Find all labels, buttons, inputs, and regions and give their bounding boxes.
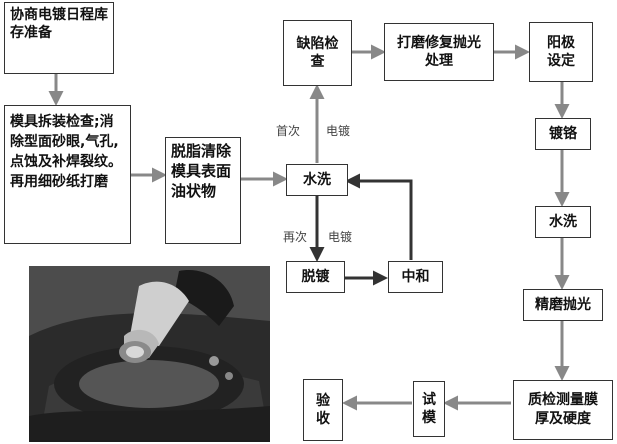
schedule-box: 协商电镀日程库存准备 bbox=[4, 2, 114, 74]
photo-illustration bbox=[29, 266, 270, 442]
wash2-text: 水洗 bbox=[549, 214, 577, 230]
anode-box: 阳极设定 bbox=[529, 22, 593, 82]
anode-text: 阳极设定 bbox=[547, 35, 575, 69]
qc-text: 质检测量膜厚及硬度 bbox=[528, 392, 598, 427]
fine-polish-box: 精磨抛光 bbox=[523, 289, 603, 321]
trial-text: 试模 bbox=[422, 392, 436, 426]
schedule-text: 协商电镀日程库存准备 bbox=[10, 7, 108, 41]
inspect-box: 模具拆装检查;消除型面砂眼,气孔,点蚀及补焊裂纹。再用细砂纸打磨 bbox=[4, 105, 131, 244]
strip-box: 脱镀 bbox=[286, 261, 345, 293]
fine-polish-text: 精磨抛光 bbox=[535, 297, 591, 313]
defect-check-text: 缺陷检查 bbox=[296, 36, 339, 70]
plating-label-2: 电镀 bbox=[328, 230, 353, 244]
chrome-box: 镀铬 bbox=[535, 118, 591, 150]
trial-box: 试模 bbox=[413, 381, 445, 437]
mold-polishing-photo bbox=[29, 266, 270, 442]
degrease-text: 脱脂清除模具表面油状物 bbox=[171, 142, 232, 200]
defect-check-box: 缺陷检查 bbox=[283, 20, 352, 86]
first-time-label: 首次 bbox=[276, 124, 301, 138]
accept-box: 验收 bbox=[303, 379, 343, 441]
arrow-neutralize-wash bbox=[345, 173, 413, 260]
plating-label-1: 电镀 bbox=[326, 124, 351, 138]
neutralize-text: 中和 bbox=[401, 269, 430, 285]
wash1-text: 水洗 bbox=[303, 172, 331, 188]
chrome-text: 镀铬 bbox=[549, 126, 577, 142]
again-label: 再次 bbox=[283, 230, 308, 244]
inspect-text: 模具拆装检查;消除型面砂眼,气孔,点蚀及补焊裂纹。再用细砂纸打磨 bbox=[10, 114, 122, 190]
qc-box: 质检测量膜厚及硬度 bbox=[513, 380, 613, 440]
polish-repair-text: 打磨修复抛光处理 bbox=[397, 35, 481, 69]
accept-text: 验收 bbox=[316, 393, 330, 427]
degrease-box: 脱脂清除模具表面油状物 bbox=[165, 137, 241, 244]
strip-text: 脱镀 bbox=[301, 269, 330, 285]
wash2-box: 水洗 bbox=[535, 206, 591, 238]
neutralize-box: 中和 bbox=[388, 261, 443, 293]
wash1-box: 水洗 bbox=[286, 164, 348, 196]
polish-repair-box: 打磨修复抛光处理 bbox=[384, 23, 494, 81]
